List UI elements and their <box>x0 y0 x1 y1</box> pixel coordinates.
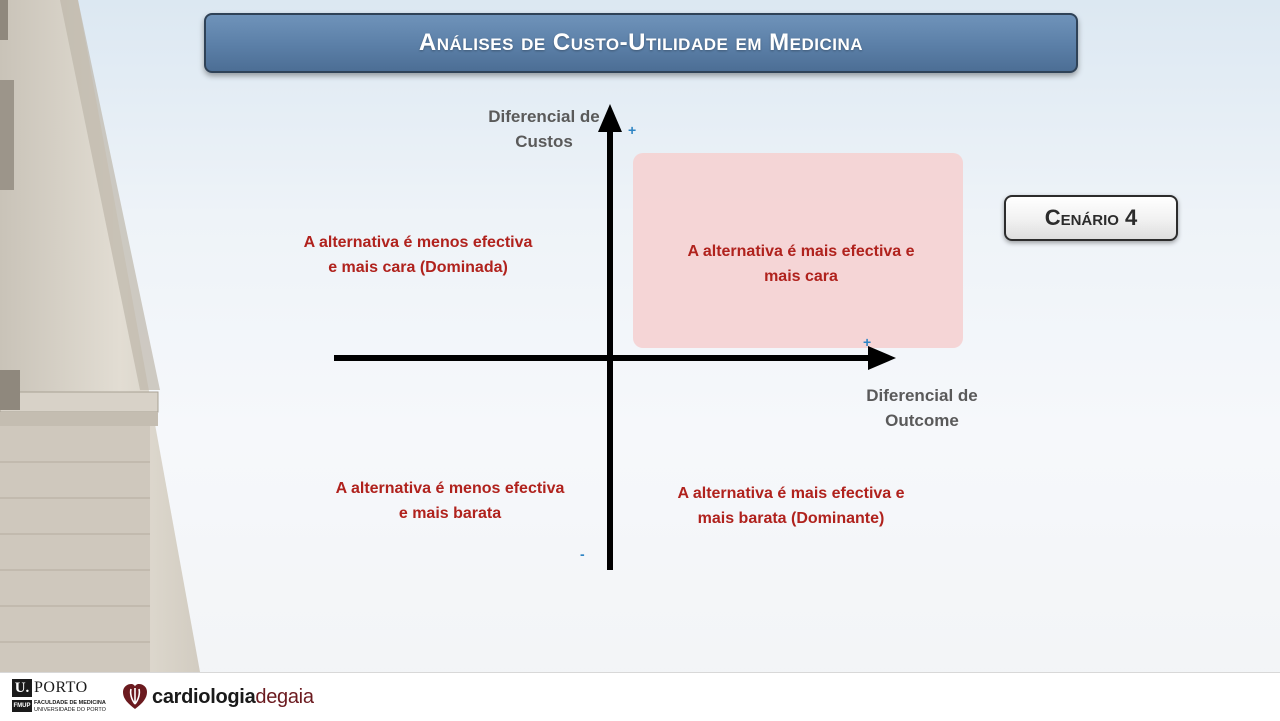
x-positive-sign: + <box>863 334 872 350</box>
quadrant-top-right-text: A alternativa é mais efectiva e mais car… <box>671 239 931 289</box>
x-axis-label: Diferencial de Outcome <box>858 383 986 433</box>
title-bar: Análises de Custo-Utilidade em Medicina <box>204 13 1078 73</box>
y-positive-sign: + <box>628 122 637 138</box>
fmup-university: UNIVERSIDADE DO PORTO <box>34 707 106 713</box>
quadrant-bottom-right-line1: A alternativa é mais efectiva e <box>677 485 905 502</box>
uporto-badge: U. <box>12 679 32 697</box>
y-axis-arrowhead <box>598 104 622 132</box>
uporto-logo: U. PORTO FMUP FACULDADE DE MEDICINA UNIV… <box>12 679 112 715</box>
building-background <box>0 0 200 672</box>
quadrant-bottom-left-text: A alternativa é menos efectiva e mais ba… <box>320 476 580 526</box>
footer: U. PORTO FMUP FACULDADE DE MEDICINA UNIV… <box>0 672 1280 721</box>
y-negative-sign: - <box>580 546 585 562</box>
cardiologiadegaia-wordmark: cardiologiadegaia <box>152 686 314 709</box>
y-axis-label-line1: Diferencial de <box>488 107 600 126</box>
cardiologiadegaia-logo: cardiologiadegaia <box>122 682 314 712</box>
cdg-wordmark-part2: degaia <box>255 685 314 708</box>
quadrant-top-right-line1: A alternativa é mais efectiva e <box>687 243 915 260</box>
quadrant-top-left-text: A alternativa é menos efectiva e mais ca… <box>288 230 548 280</box>
quadrant-bottom-left-line2: e mais barata <box>398 505 502 522</box>
quadrant-bottom-left-line1: A alternativa é menos efectiva <box>335 480 565 497</box>
x-axis-label-line2: Outcome <box>885 411 959 430</box>
x-axis-label-line1: Diferencial de <box>866 386 978 405</box>
scenario-label: Cenário 4 <box>1044 205 1138 230</box>
scenario-badge: Cenário 4 <box>1004 195 1178 241</box>
quadrant-top-left-line2: e mais cara (Dominada) <box>328 259 508 276</box>
quadrant-top-right-line2: mais cara <box>764 268 838 285</box>
uporto-wordmark: PORTO <box>34 679 88 696</box>
x-axis-arrowhead <box>868 346 896 370</box>
fmup-name: FACULDADE DE MEDICINA <box>34 700 106 706</box>
highlighted-quadrant-box <box>633 153 963 348</box>
quadrant-top-left-line1: A alternativa é menos efectiva <box>303 234 533 251</box>
heart-icon <box>123 684 147 709</box>
quadrant-bottom-right-line2: mais barata (Dominante) <box>697 510 885 527</box>
slide-title: Análises de Custo-Utilidade em Medicina <box>418 29 864 56</box>
y-axis-label-line2: Custos <box>515 132 573 151</box>
quadrant-bottom-right-text: A alternativa é mais efectiva e mais bar… <box>661 481 921 531</box>
y-axis-label: Diferencial de Custos <box>480 104 608 154</box>
cdg-wordmark-part1: cardiologia <box>152 685 256 708</box>
fmup-badge: FMUP <box>12 700 32 712</box>
